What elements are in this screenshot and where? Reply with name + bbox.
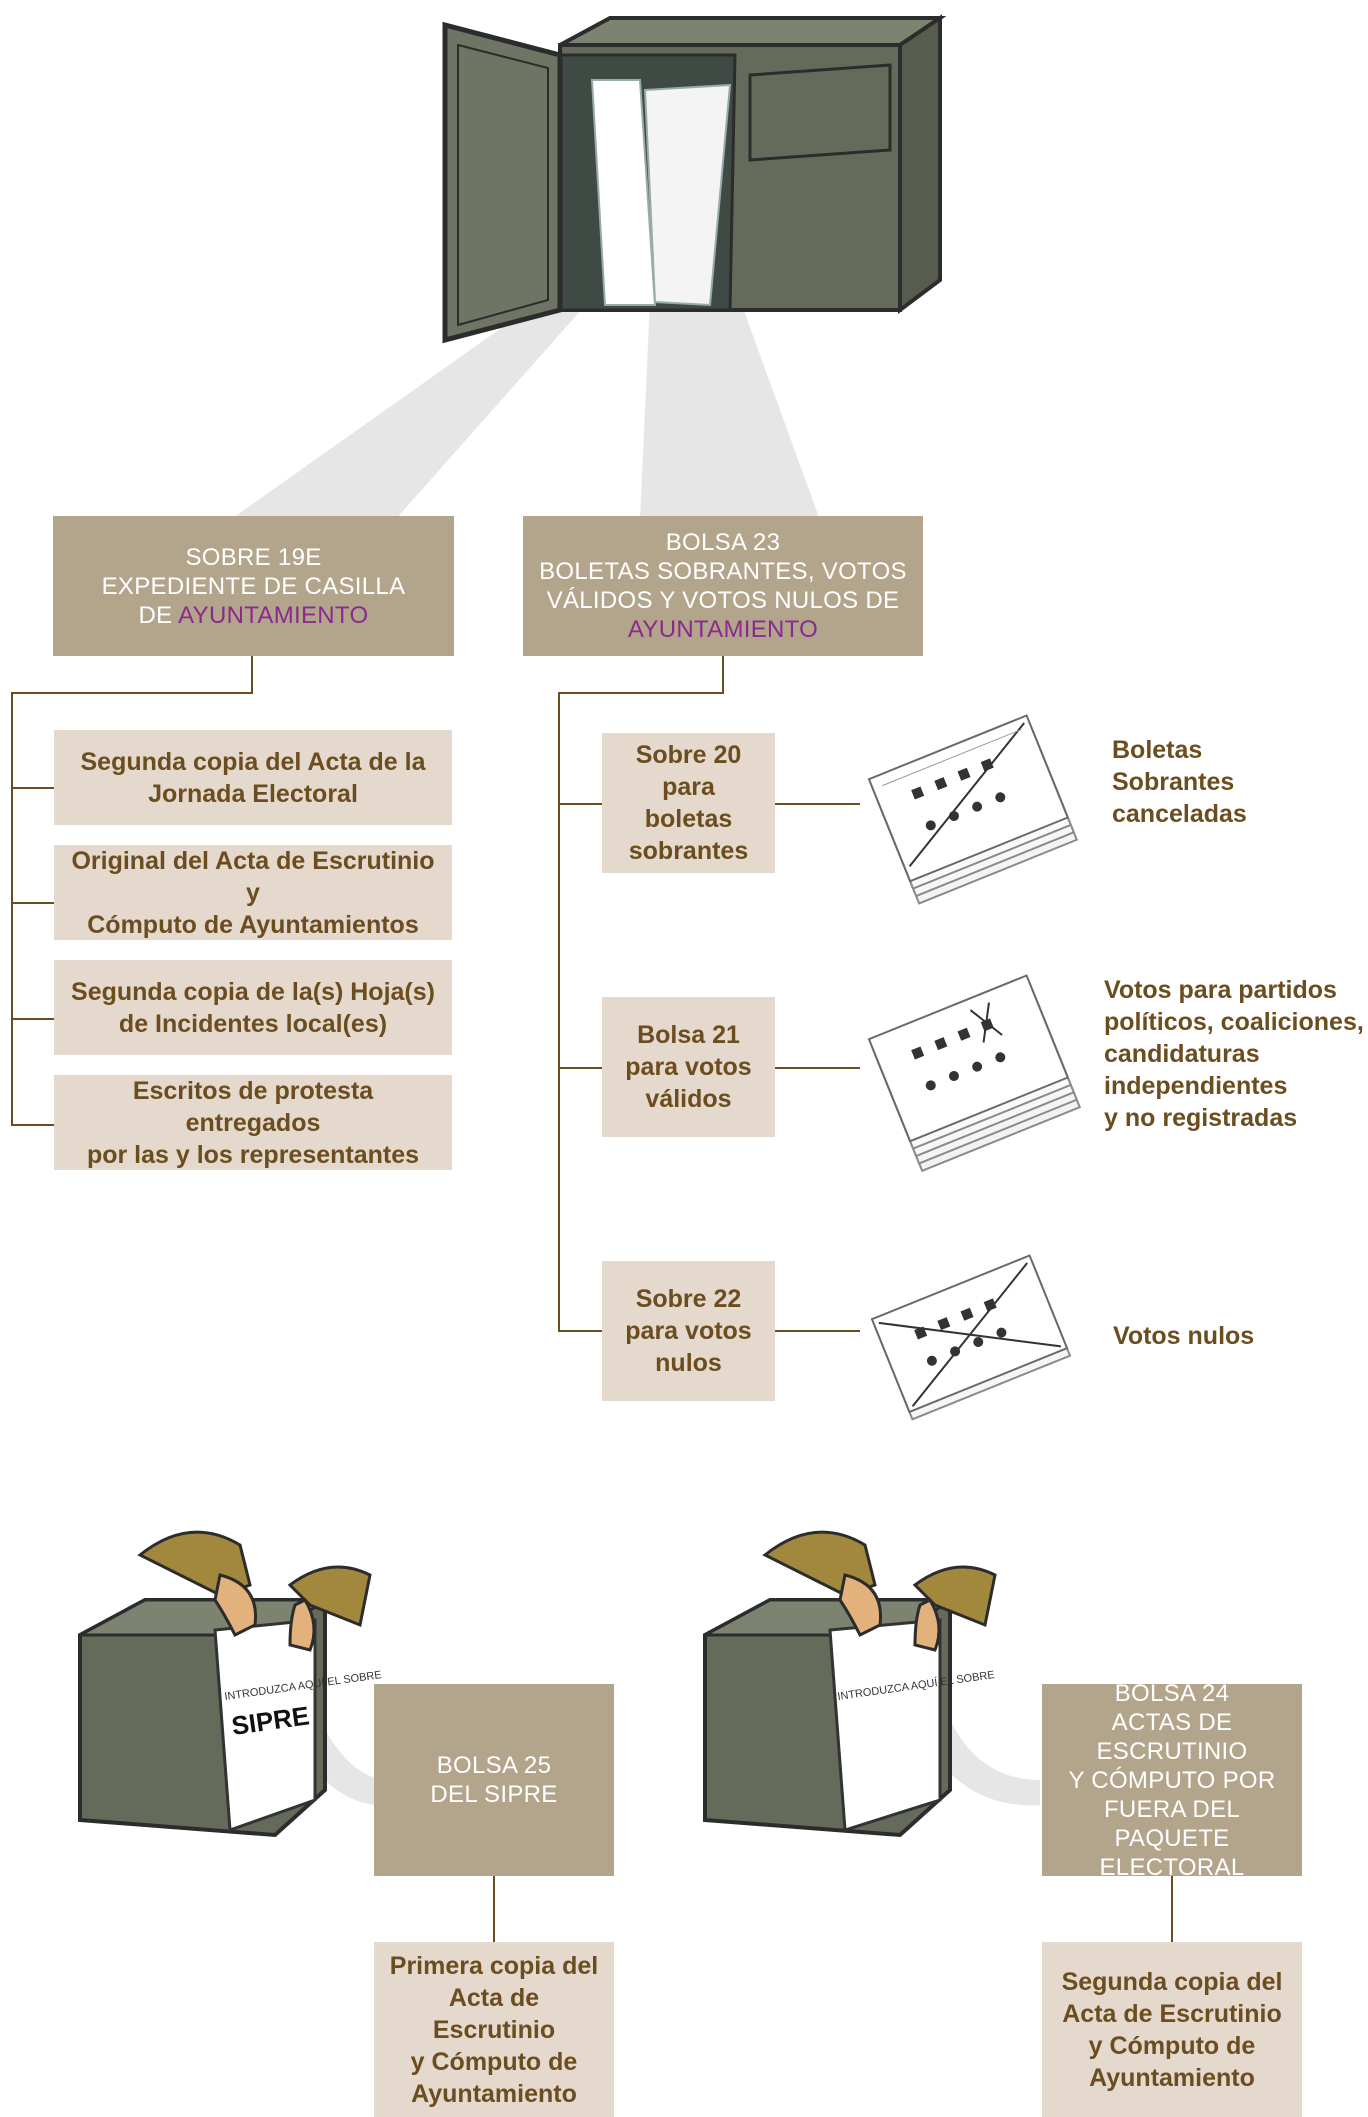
connector xyxy=(11,1124,54,1126)
votos-nulos-label: Votos nulos xyxy=(1113,1322,1255,1350)
connector xyxy=(722,656,724,694)
sobre-22-box: Sobre 22 para votos nulos xyxy=(602,1261,775,1401)
connector xyxy=(558,1330,602,1332)
connector xyxy=(775,803,860,805)
connector xyxy=(251,656,253,694)
ballot-stack-icon xyxy=(867,974,1082,1173)
bolsa-25-header: BOLSA 25 DEL SIPRE xyxy=(374,1684,614,1876)
boletas-sobrantes-label: Boletas Sobrantes canceladas xyxy=(1112,736,1247,828)
connector xyxy=(558,692,724,694)
connector xyxy=(11,692,13,1126)
list-item: Original del Acta de Escrutinio y Cómput… xyxy=(54,845,452,940)
ballot-box-icon: INTRODUZCA AQUÍ EL SOBRE SIPRE xyxy=(78,1598,382,1838)
sobre-19e-header: SOBRE 19E EXPEDIENTE DE CASILLA DE AYUNT… xyxy=(53,516,454,656)
ayuntamiento-highlight: AYUNTAMIENTO xyxy=(627,616,819,643)
ayuntamiento-highlight: AYUNTAMIENTO xyxy=(178,601,369,629)
sobre-20-box: Sobre 20 para boletas sobrantes xyxy=(602,733,775,873)
bolsa-24-header: BOLSA 24 ACTAS DE ESCRUTINIO Y CÓMPUTO P… xyxy=(1042,1680,1302,1881)
connector xyxy=(558,1067,602,1069)
connector xyxy=(1171,1876,1173,1942)
sobre-19e-line1: SOBRE 19E xyxy=(185,543,322,571)
bolsa-21-box: Bolsa 21 para votos válidos xyxy=(602,997,775,1137)
connector xyxy=(558,803,602,805)
light-beams xyxy=(230,290,820,520)
connector xyxy=(11,902,54,904)
list-item: Escritos de protesta entregados por las … xyxy=(54,1075,452,1170)
sobre-19e-line2: EXPEDIENTE DE CASILLA xyxy=(101,572,406,600)
bolsa-24-item: Segunda copia del Acta de Escrutinio y C… xyxy=(1042,1942,1302,2117)
bolsa-23-text: BOLSA 23 BOLETAS SOBRANTES, VOTOS VÁLIDO… xyxy=(539,529,907,614)
sobre-19e-line3: DE AYUNTAMIENTO xyxy=(138,601,369,629)
connector xyxy=(558,692,560,1332)
ballot-box-icon: INTRODUZCA AQUÍ EL SOBRE xyxy=(703,1598,995,1838)
votos-validos-label: Votos para partidos políticos, coalicion… xyxy=(1104,976,1364,1132)
connector xyxy=(775,1330,860,1332)
bolsa-23-header: BOLSA 23 BOLETAS SOBRANTES, VOTOS VÁLIDO… xyxy=(523,516,923,656)
ballot-stack-icon xyxy=(867,714,1079,905)
ballot-box-open-icon xyxy=(442,14,947,344)
list-item: Segunda copia de la(s) Hoja(s) de Incide… xyxy=(54,960,452,1055)
list-item: Segunda copia del Acta de la Jornada Ele… xyxy=(54,730,452,825)
hands-icon xyxy=(762,1530,997,1652)
connector xyxy=(11,787,54,789)
hands-icon xyxy=(137,1530,372,1652)
bolsa-25-item: Primera copia del Acta de Escrutinio y C… xyxy=(374,1942,614,2117)
connector xyxy=(775,1067,860,1069)
connector xyxy=(11,692,253,694)
connector xyxy=(493,1876,495,1942)
connector xyxy=(11,1018,54,1020)
ballot-stack-icon xyxy=(870,1254,1072,1421)
